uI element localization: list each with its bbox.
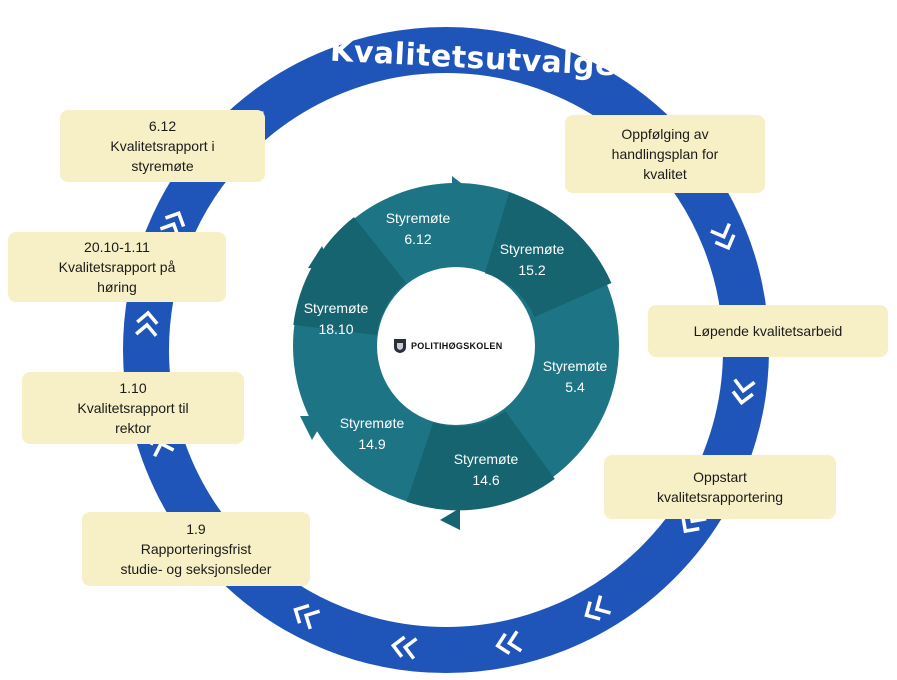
- inner-arrow-tip: [452, 176, 470, 204]
- police-crest-icon: [394, 339, 406, 353]
- step-date: 6.12: [148, 118, 177, 134]
- step-description: Kvalitetsrapport til rektor: [77, 400, 189, 436]
- institution-logo: POLITIHØGSKOLEN: [393, 335, 513, 357]
- inner-segment-dark: [406, 410, 555, 511]
- double-chevron-icon: [584, 595, 611, 621]
- step-text: 1.9 Rapporteringsfrist studie- og seksjo…: [121, 519, 272, 579]
- meeting-date: 14.9: [358, 436, 386, 452]
- step-text: 20.10-1.11 Kvalitetsrapport på høring: [59, 237, 176, 297]
- double-chevron-icon: [135, 310, 159, 337]
- step-description: Oppfølging av handlingsplan for kvalitet: [611, 126, 719, 182]
- meeting-date: 14.6: [472, 472, 500, 488]
- outer-step-report-to-rector: 1.10 Kvalitetsrapport til rektor: [22, 372, 244, 444]
- inner-arrow-tip: [580, 410, 605, 436]
- outer-step-annual-report-board: 6.12 Kvalitetsrapport i styremøte: [60, 110, 265, 182]
- meeting-date: 18.10: [318, 321, 354, 337]
- step-description: Oppstart kvalitetsrapportering: [656, 469, 784, 505]
- meeting-date: 15.2: [518, 262, 546, 278]
- outer-step-ongoing-quality-work: Løpende kvalitetsarbeid: [648, 305, 888, 357]
- step-text: 6.12 Kvalitetsrapport i styremøte: [110, 116, 214, 176]
- step-description: Rapporteringsfrist studie- og seksjonsle…: [120, 541, 272, 577]
- inner-arrow-tip: [308, 246, 332, 270]
- meeting-label: Styremøte: [303, 300, 369, 316]
- double-chevron-icon: [731, 378, 756, 406]
- meeting-label: Styremøte: [453, 451, 519, 467]
- outer-step-start-reporting: Oppstart kvalitetsrapportering: [604, 455, 836, 519]
- board-meeting-1: Styremøte 6.12: [363, 208, 473, 250]
- meeting-label: Styremøte: [385, 210, 451, 226]
- inner-arrow-tip: [440, 508, 460, 530]
- step-date: 1.9: [186, 521, 206, 537]
- double-chevron-icon: [710, 222, 736, 251]
- step-description: Løpende kvalitetsarbeid: [693, 323, 843, 339]
- board-meeting-3: Styremøte 5.4: [520, 356, 630, 398]
- inner-segment-dark: [293, 217, 408, 337]
- double-chevron-icon: [390, 635, 418, 660]
- double-chevron-icon: [293, 603, 321, 630]
- outer-step-report-consultation: 20.10-1.11 Kvalitetsrapport på høring: [8, 232, 226, 302]
- double-chevron-icon: [495, 630, 523, 655]
- logo-wordmark: POLITIHØGSKOLEN: [411, 341, 503, 351]
- step-text: 1.10 Kvalitetsrapport til rektor: [77, 378, 188, 438]
- board-meeting-2: Styremøte 15.2: [477, 239, 587, 281]
- meeting-label: Styremøte: [542, 358, 608, 374]
- step-description: Kvalitetsrapport i styremøte: [110, 138, 215, 174]
- step-date: 20.10-1.11: [84, 239, 150, 255]
- meeting-label: Styremøte: [499, 241, 565, 257]
- inner-arrow-tip: [578, 252, 604, 276]
- inner-segment-dark: [483, 192, 612, 319]
- meeting-date: 5.4: [565, 379, 585, 395]
- board-meeting-4: Styremøte 14.6: [431, 449, 541, 491]
- step-description: Kvalitetsrapport på høring: [58, 259, 176, 295]
- meeting-label: Styremøte: [339, 415, 405, 431]
- step-date: 1.10: [119, 380, 147, 396]
- outer-step-action-plan-followup: Oppfølging av handlingsplan for kvalitet: [565, 115, 765, 193]
- inner-center: [378, 268, 534, 424]
- meeting-date: 6.12: [404, 231, 432, 247]
- outer-step-reporting-deadline: 1.9 Rapporteringsfrist studie- og seksjo…: [82, 512, 310, 586]
- board-meeting-5: Styremøte 14.9: [317, 413, 427, 455]
- board-meeting-6: Styremøte 18.10: [281, 298, 391, 340]
- inner-arrow-tip: [300, 416, 326, 440]
